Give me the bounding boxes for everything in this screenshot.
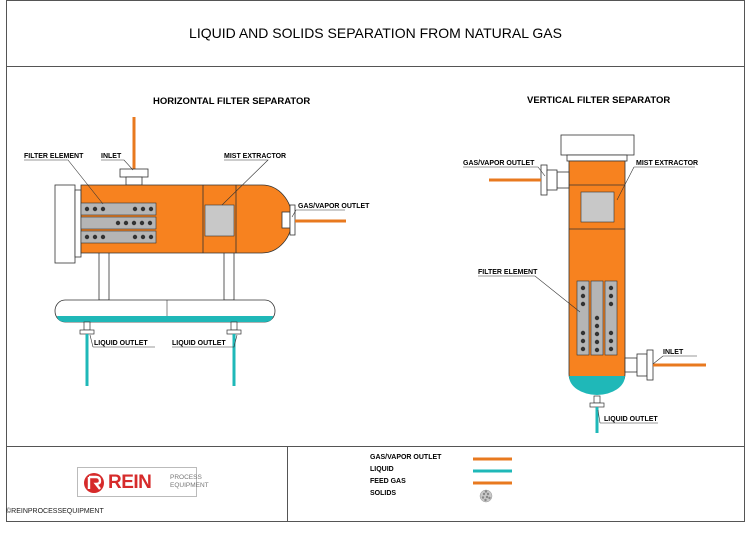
footer-divider xyxy=(287,446,288,522)
v-filter-dots xyxy=(580,285,614,353)
h-label-liquid-outlet-left: LIQUID OUTLET xyxy=(94,340,148,347)
h-boot-liquid-level xyxy=(57,316,273,322)
v-filter-element-1 xyxy=(576,280,590,356)
v-label-liquid-outlet: LIQUID OUTLET xyxy=(604,416,658,423)
v-liquid-flange xyxy=(589,402,605,408)
h-filter-element-3 xyxy=(80,230,157,244)
horizontal-separator: FILTER ELEMENT INLET MIST EXTRACTOR GAS/… xyxy=(24,117,370,386)
v-gas-nozzle xyxy=(556,171,570,189)
v-label-gas-outlet: GAS/VAPOR OUTLET xyxy=(463,160,535,167)
h-inlet-flange xyxy=(119,168,149,178)
horizontal-heading: HORIZONTAL FILTER SEPARATOR xyxy=(153,96,311,107)
v-filter-element-3 xyxy=(604,280,618,356)
v-label-inlet: INLET xyxy=(663,349,684,356)
legend-label-solids: SOLIDS xyxy=(370,490,397,497)
h-mist-extractor xyxy=(204,204,235,237)
legend-label-liquid: LIQUID xyxy=(370,466,394,473)
h-liquid-nozzle-right xyxy=(230,321,238,331)
separator-diagram: FILTER ELEMENT INLET MIST EXTRACTOR GAS/… xyxy=(24,117,706,433)
h-label-filter-element: FILTER ELEMENT xyxy=(24,153,84,160)
h-end-flange-inner xyxy=(74,189,82,258)
logo-subtitle: PROCESS EQUIPMENT xyxy=(170,474,209,489)
v-inlet-nozzle xyxy=(624,357,638,373)
h-support-right xyxy=(223,249,235,301)
logo-wordmark: REIN xyxy=(108,472,152,493)
v-liquid-nozzle xyxy=(593,395,601,404)
footer-frame xyxy=(6,446,745,522)
h-liquid-nozzle-left xyxy=(83,321,91,331)
legend-label-gas-outlet: GAS/VAPOR OUTLET xyxy=(370,454,442,461)
h-label-mist-extractor: MIST EXTRACTOR xyxy=(224,153,286,160)
h-filter-dots xyxy=(84,206,154,240)
v-liquid-level xyxy=(569,376,625,395)
v-top-flange xyxy=(560,134,635,156)
v-label-mist-extractor: MIST EXTRACTOR xyxy=(636,160,698,167)
h-support-left xyxy=(98,249,110,301)
h-label-liquid-outlet-right: LIQUID OUTLET xyxy=(172,340,226,347)
v-inlet-flange xyxy=(646,349,654,381)
title-frame xyxy=(6,0,745,67)
h-label-inlet: INLET xyxy=(101,153,122,160)
h-liquid-flange-left xyxy=(79,329,95,335)
h-inlet-nozzle xyxy=(125,176,143,186)
vertical-heading: VERTICAL FILTER SEPARATOR xyxy=(527,95,671,106)
legend-label-feed-gas: FEED GAS xyxy=(370,478,406,485)
v-label-filter-element: FILTER ELEMENT xyxy=(478,269,538,276)
h-gas-flange xyxy=(289,204,296,236)
rein-logo-icon xyxy=(84,473,104,493)
h-leader-lines xyxy=(24,159,345,348)
copyright: ©REINPROCESSEQUIPMENT xyxy=(6,508,104,515)
v-inlet-flange-2 xyxy=(636,353,648,377)
brand-logo: REIN PROCESS EQUIPMENT xyxy=(77,467,209,497)
v-mist-extractor xyxy=(580,191,615,223)
page-title: LIQUID AND SOLIDS SEPARATION FROM NATURA… xyxy=(189,25,562,41)
h-label-gas-outlet: GAS/VAPOR OUTLET xyxy=(298,203,370,210)
h-gas-nozzle xyxy=(281,211,291,229)
h-liquid-flange-right xyxy=(226,329,242,335)
h-end-flange xyxy=(54,184,76,264)
v-leader-lines xyxy=(463,166,697,424)
h-filter-element-1 xyxy=(80,202,157,216)
v-top-flange-inner xyxy=(566,154,628,162)
vertical-separator: GAS/VAPOR OUTLET MIST EXTRACTOR FILTER E… xyxy=(463,134,706,433)
v-gas-flange-2 xyxy=(546,169,558,191)
v-gas-flange xyxy=(540,164,548,196)
